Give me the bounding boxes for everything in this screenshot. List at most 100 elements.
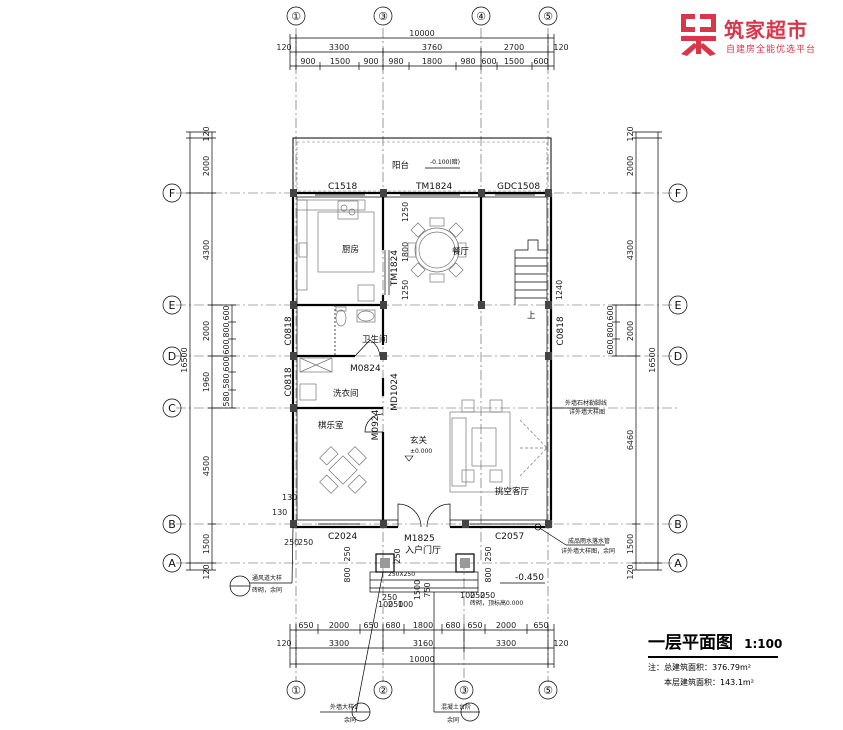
svg-text:250: 250: [470, 591, 485, 600]
door-M0824: M0824: [350, 364, 381, 374]
foyer: 玄关 ±0.000: [404, 435, 432, 462]
svg-text:10000: 10000: [409, 655, 434, 664]
svg-text:2700: 2700: [504, 43, 524, 52]
dims-bottom: 650 2000 650 680 1800 680 650 2000 650 1…: [276, 621, 569, 668]
svg-text:1800: 1800: [422, 57, 442, 66]
axis-label-left-C: C: [168, 402, 176, 415]
level-foyer: ±0.000: [410, 448, 432, 455]
svg-text:800: 800: [484, 567, 493, 582]
svg-text:通风道大样: 通风道大样: [252, 574, 282, 582]
svg-text:1500: 1500: [626, 534, 635, 554]
svg-text:250: 250: [382, 593, 397, 602]
room-laundry: 洗衣间: [333, 388, 359, 399]
axis-label-bottom-2: ②: [378, 684, 388, 697]
room-balcony: 阳台: [392, 160, 409, 171]
svg-text:980: 980: [460, 57, 475, 66]
level-balcony: -0.100(暗): [430, 158, 460, 166]
svg-text:900: 900: [363, 57, 378, 66]
svg-text:600: 600: [606, 339, 615, 354]
plan-title: 一层平面图: [648, 633, 733, 653]
room-living: 挑空客厅: [495, 486, 530, 497]
brand-name: 筑家超市: [724, 18, 808, 42]
svg-text:3300: 3300: [329, 639, 349, 648]
stairs: 上: [514, 239, 547, 321]
svg-text:120: 120: [276, 43, 291, 52]
svg-text:10000: 10000: [409, 29, 434, 38]
svg-text:外墙大样1: 外墙大样1: [330, 703, 358, 711]
svg-text:1800: 1800: [413, 621, 433, 630]
svg-text:2000: 2000: [202, 321, 211, 341]
axis-bubbles-bottom: ① ② ③ ⑤: [286, 680, 558, 700]
door-TM1824-top: TM1824: [415, 182, 452, 192]
svg-text:详外墙大样图，余同: 详外墙大样图，余同: [561, 547, 615, 555]
title-underline: [648, 656, 778, 658]
svg-text:600: 600: [222, 356, 231, 371]
window-C2057: C2057: [495, 532, 524, 542]
room-kitchen: 厨房: [342, 244, 359, 255]
kitchen: 厨房 1250 1800 1250: [296, 199, 410, 302]
columns: [290, 189, 552, 528]
svg-text:4500: 4500: [202, 456, 211, 476]
dims-right: 120 2000 4300 2000 6460 1500 120 600 800…: [555, 126, 662, 580]
svg-text:2000: 2000: [329, 621, 349, 630]
brand-mark-icon: [681, 14, 716, 56]
stair-up: 上: [527, 311, 536, 321]
axis-label-top-3: ③: [378, 10, 388, 23]
axis-bubbles-left: F E D C B A: [162, 183, 182, 573]
room-toilet: 卫生间: [362, 334, 388, 345]
svg-text:600: 600: [606, 305, 615, 320]
svg-text:100: 100: [460, 591, 475, 600]
door-M0924: M0924: [371, 409, 381, 440]
interior-walls: [297, 197, 483, 520]
svg-text:120: 120: [553, 639, 568, 648]
level-outside: -0.450: [515, 573, 544, 583]
svg-text:120: 120: [276, 639, 291, 648]
laundry: 洗衣间: [299, 357, 359, 401]
window-C0818-right: C0818: [556, 316, 566, 345]
axis-label-left-F: F: [169, 187, 175, 200]
svg-text:1960: 1960: [202, 372, 211, 392]
svg-text:130: 130: [282, 493, 297, 502]
svg-text:成品雨水落水管: 成品雨水落水管: [568, 537, 610, 545]
axis-label-right-F: F: [675, 187, 681, 200]
svg-text:16500: 16500: [180, 347, 189, 372]
svg-text:120: 120: [626, 564, 635, 579]
svg-text:16500: 16500: [648, 347, 657, 372]
plan-scale: 1:100: [744, 637, 783, 651]
axis-label-left-D: D: [168, 350, 176, 363]
door-M1825: M1825: [404, 534, 435, 544]
axis-label-right-A: A: [674, 557, 682, 570]
brand-logo: 筑家超市 自建房全能优选平台: [678, 12, 838, 60]
svg-text:250: 250: [298, 538, 313, 547]
svg-text:800: 800: [343, 567, 352, 582]
svg-text:100: 100: [378, 600, 393, 609]
svg-text:650: 650: [467, 621, 482, 630]
svg-text:130: 130: [272, 508, 287, 517]
svg-text:600: 600: [481, 57, 496, 66]
svg-text:650: 650: [533, 621, 548, 630]
window-C2024: C2024: [328, 532, 357, 542]
mahjong-room: 棋乐室: [318, 420, 367, 494]
svg-text:混凝土台阶: 混凝土台阶: [441, 703, 471, 711]
svg-text:3760: 3760: [422, 43, 442, 52]
svg-text:680: 680: [385, 621, 400, 630]
living-room: 挑空客厅: [449, 399, 548, 497]
window-GDC1508: GDC1508: [497, 182, 540, 192]
svg-text:250: 250: [284, 538, 299, 547]
axis-label-right-D: D: [674, 350, 682, 363]
svg-text:1500: 1500: [504, 57, 524, 66]
svg-text:580: 580: [222, 391, 231, 406]
axis-label-right-E: E: [675, 299, 682, 312]
svg-text:750: 750: [423, 582, 432, 597]
door-MD1024: MD1024: [390, 373, 400, 411]
floor-area: 本层建筑面积：143.1m²: [664, 678, 754, 687]
svg-text:1250: 1250: [401, 202, 410, 222]
axis-label-bottom-5: ⑤: [543, 684, 553, 697]
total-area: 注：总建筑面积：376.79m²: [648, 663, 751, 672]
svg-text:2000: 2000: [202, 156, 211, 176]
svg-text:3300: 3300: [496, 639, 516, 648]
axis-label-top-5: ⑤: [543, 10, 553, 23]
svg-text:250: 250: [484, 546, 493, 561]
svg-text:余同: 余同: [344, 716, 356, 724]
svg-text:650: 650: [298, 621, 313, 630]
